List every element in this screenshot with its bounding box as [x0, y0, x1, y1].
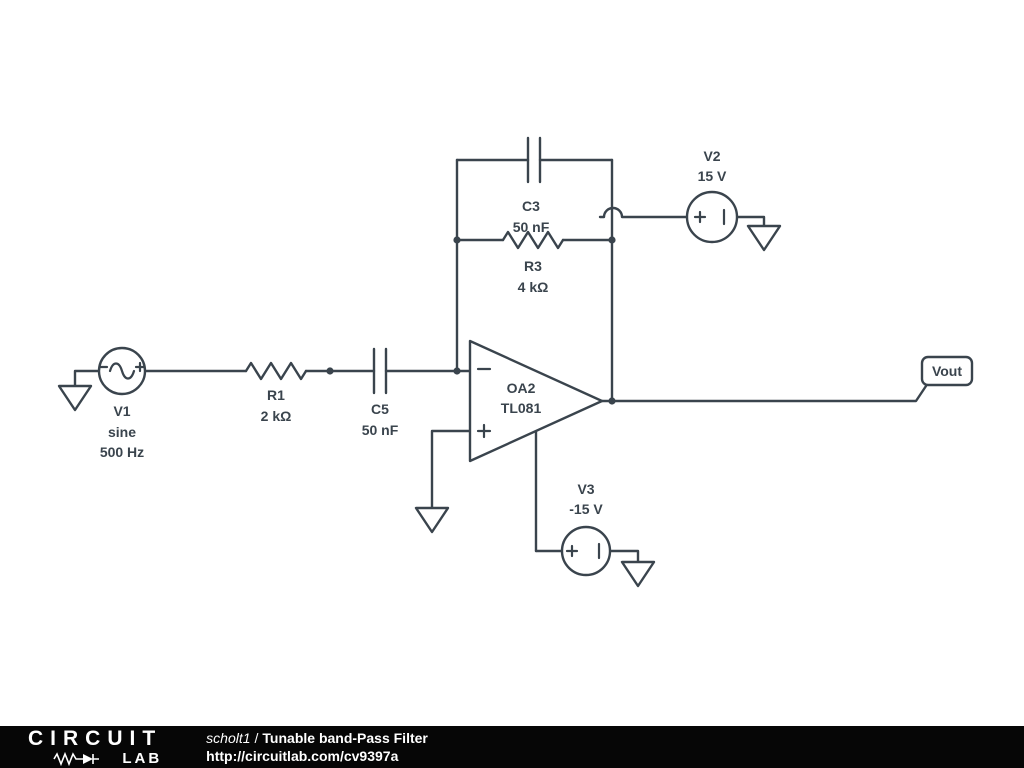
- v1-waveform-label: sine: [108, 424, 136, 440]
- footer-bar: CIRCUIT LAB scholt1/Tunable band-Pass Fi…: [0, 726, 1024, 768]
- junction-dot: [453, 236, 461, 244]
- ground-icon-v1: [57, 384, 93, 412]
- divider: /: [254, 730, 259, 746]
- r1-designator-label: R1: [267, 387, 285, 403]
- v1-designator-label: V1: [113, 403, 130, 419]
- sine-wave-icon: [108, 362, 136, 380]
- schematic-canvas: V1 sine 500 Hz R1 2 kΩ C5 50 nF C3 50 nF…: [57, 136, 974, 588]
- author-name: scholt1: [206, 730, 251, 746]
- schematic-url[interactable]: http://circuitlab.com/cv9397a: [206, 748, 399, 764]
- junction-dot: [453, 367, 461, 375]
- v3-body[interactable]: [560, 525, 612, 577]
- component-opamp[interactable]: OA2 TL081: [468, 339, 604, 463]
- wire-v3-to-ground: [608, 549, 640, 564]
- footer-title-line: scholt1/Tunable band-Pass Filter: [206, 729, 428, 747]
- wire-v2-to-ground: [735, 215, 766, 228]
- component-c5-capacitor[interactable]: [372, 347, 388, 395]
- component-r3-resistor[interactable]: [501, 230, 565, 250]
- opamp-designator-label: OA2: [507, 380, 536, 396]
- ground-icon-noninv: [414, 506, 450, 534]
- junction-dot: [326, 367, 334, 375]
- junction-dot: [608, 397, 616, 405]
- opamp-triangle[interactable]: [468, 339, 604, 463]
- v1-value-label: 500 Hz: [100, 444, 144, 460]
- r3-designator-label: R3: [524, 258, 542, 274]
- v2-designator-label: V2: [703, 148, 720, 164]
- v2-body[interactable]: [685, 190, 739, 244]
- component-c3-capacitor[interactable]: [526, 136, 542, 184]
- c5-value-label: 50 nF: [362, 422, 399, 438]
- v3-value-label: -15 V: [569, 501, 603, 517]
- circuitlab-logo: CIRCUIT LAB: [28, 728, 162, 766]
- v3-designator-label: V3: [577, 481, 594, 497]
- component-v2-source[interactable]: [685, 190, 739, 244]
- c3-value-label: 50 nF: [513, 219, 550, 235]
- wire-output-to-vout: [600, 384, 928, 403]
- r1-value-label: 2 kΩ: [261, 408, 292, 424]
- footer-meta: scholt1/Tunable band-Pass Filter http://…: [206, 729, 428, 765]
- opamp-part-label: TL081: [501, 400, 542, 416]
- resistor-diode-icon: [53, 751, 100, 766]
- wire-v2-with-hop: [598, 206, 689, 219]
- vout-net-flag[interactable]: Vout: [920, 355, 974, 387]
- c5-designator-label: C5: [371, 401, 389, 417]
- ground-icon-v3: [620, 560, 656, 588]
- r3-value-label: 4 kΩ: [518, 279, 549, 295]
- component-v3-source[interactable]: [560, 525, 612, 577]
- r1-zigzag[interactable]: [244, 361, 308, 381]
- junction-dot: [608, 236, 616, 244]
- schematic-title: Tunable band-Pass Filter: [262, 730, 428, 746]
- plus-terminal-icon: [565, 544, 579, 558]
- vout-flag-label: Vout: [932, 363, 962, 379]
- component-v1-source[interactable]: [97, 346, 147, 396]
- wire-noninv-to-ground: [430, 429, 472, 510]
- wire-v1-to-ground: [73, 369, 101, 388]
- noninverting-input-icon: [476, 423, 492, 439]
- r3-zigzag[interactable]: [501, 230, 565, 250]
- vout-flag-box[interactable]: [920, 355, 974, 387]
- logo-lab-text: LAB: [122, 750, 163, 767]
- v2-value-label: 15 V: [698, 168, 727, 184]
- plus-terminal-icon: [693, 210, 707, 224]
- c3-designator-label: C3: [522, 198, 540, 214]
- logo-bottom-row: LAB: [28, 751, 162, 766]
- ground-icon-v2: [746, 224, 782, 252]
- logo-circuit-text: CIRCUIT: [28, 727, 163, 750]
- plus-terminal-icon: [134, 361, 146, 373]
- component-r1-resistor[interactable]: [244, 361, 308, 381]
